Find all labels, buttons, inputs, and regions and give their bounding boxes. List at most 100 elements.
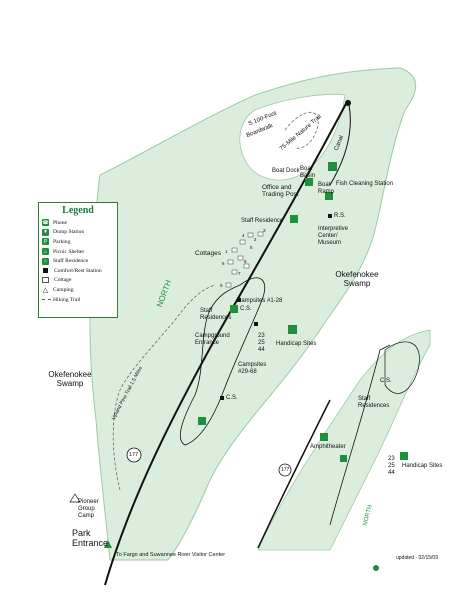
- phone-icon: [305, 178, 313, 186]
- legend-item: ⌂ Picnic Shelter: [39, 247, 117, 257]
- fish-cleaning-label: Fish Cleaning Station: [336, 181, 394, 187]
- handicap-sites-label: Handicap Sites: [276, 341, 317, 347]
- legend-item: Comfort/Rest Station: [39, 266, 117, 276]
- cottages: [225, 231, 264, 288]
- hiking-trail-icon: [42, 299, 51, 301]
- entrance-arrow-icon: [104, 540, 112, 548]
- site-numbers-label: 23 25 44: [258, 333, 265, 353]
- staff-residence-top-label: Staff Residence: [241, 218, 284, 224]
- cs-1-label: C.S.: [240, 306, 252, 312]
- legend-label: Camping: [53, 286, 74, 293]
- campground-loop: [179, 277, 266, 446]
- comfort-station-icon: [220, 396, 224, 400]
- inset-highway: [257, 399, 331, 549]
- cottage-number: 3: [263, 228, 266, 233]
- cottage-number: 2: [254, 237, 257, 242]
- cs-2-label: C.S.: [226, 395, 238, 401]
- cottage-icon: [42, 277, 49, 284]
- comfort-station-icon: [237, 298, 241, 302]
- cottage-number: 1: [225, 249, 228, 254]
- legend-label: Dump Station: [53, 229, 85, 236]
- legend-item: ☎ Phone: [39, 218, 117, 228]
- nature-trail: [284, 111, 319, 149]
- legend-item: ▼ Dump Station: [39, 228, 117, 238]
- office-label: Office and Trading Post: [262, 184, 299, 198]
- campsites-2-label: Campsites #29-68: [238, 362, 267, 375]
- cottage-number: 8: [244, 259, 247, 264]
- rs-label: R.S.: [334, 213, 346, 219]
- comfort-station-icon: [254, 322, 258, 326]
- staff-residences-mid-label: Staff Residences: [200, 308, 232, 321]
- pioneer-camp-label: Pioneer Group Camp: [78, 499, 99, 519]
- legend-title: Legend: [62, 205, 94, 216]
- inset-staff-label: Staff Residences: [358, 396, 390, 409]
- comfort-station-icon: [43, 268, 48, 274]
- handicap-icon: [288, 325, 297, 334]
- map-legend: Legend ☎ Phone ▼ Dump Station P Parking ⌂ Pi…: [38, 202, 118, 318]
- cottage-number: 9: [220, 283, 223, 288]
- picnic-shelter-icon: [290, 215, 298, 223]
- boat-dock-label: Boat Dock: [272, 168, 300, 174]
- inset-site-numbers-label: 23 25 44: [388, 456, 395, 476]
- dump-station-icon: [325, 192, 333, 200]
- camping-icon: △: [42, 286, 49, 294]
- boat-ramp-label: Boat Ramp: [318, 182, 335, 195]
- road-end-marker: [345, 100, 351, 106]
- camping-icon: [69, 493, 81, 503]
- inset-amphitheater-label: Amphitheater: [310, 444, 346, 450]
- highway-177: [104, 99, 349, 586]
- swamp-right-label: Okefenokee Swamp: [335, 270, 379, 288]
- legend-item: Cottage: [39, 276, 117, 286]
- cottage-number: 6: [222, 261, 225, 266]
- cottage-number: 7: [238, 271, 241, 276]
- parking-icon: P: [42, 238, 49, 246]
- comfort-station-icon: [328, 214, 332, 218]
- legend-label: Picnic Shelter: [53, 248, 85, 255]
- legend-label: Comfort/Rest Station: [54, 267, 102, 274]
- interpretive-center-label: Interpretive Center/ Museum: [318, 226, 349, 246]
- campsites-1-label: Campsites #1-28: [237, 298, 283, 304]
- staff-residence-icon: ⌂: [42, 257, 49, 265]
- inset-picnic-icon: [340, 455, 347, 462]
- inset-road: [329, 344, 391, 526]
- legend-label: Parking: [53, 238, 71, 245]
- upland-pine-trail: [112, 284, 216, 491]
- staff-residence-icon: [230, 305, 238, 313]
- legend-label: Hiking Trail: [53, 296, 81, 303]
- cottage-number: 4: [242, 233, 245, 238]
- swamp-water-top: [239, 94, 346, 181]
- bottom-note-label: To Fargo and Suwannee River Visitor Cent…: [116, 552, 226, 558]
- updated-label: updated - 02/15/09: [396, 555, 438, 561]
- inset-highway-shield: [278, 463, 292, 477]
- inset-handicap-label: Handicap Sites: [402, 463, 443, 469]
- inset-cs-label: C.S.: [380, 378, 392, 384]
- inset-land: [257, 329, 431, 551]
- picnic-shelter-icon: ⌂: [42, 248, 49, 256]
- inset-handicap-icon: [400, 452, 408, 460]
- legend-label: Cottage: [54, 277, 72, 284]
- legend-label: Phone: [53, 219, 67, 226]
- cottages-label: Cottages: [195, 250, 222, 257]
- canal: [329, 99, 351, 186]
- boat-basin-label: Boat Basin: [300, 166, 316, 179]
- legend-item: P Parking: [39, 237, 117, 247]
- picnic-shelter-icon-2: [198, 417, 206, 425]
- campground-entrance-label: Campground Entrance: [195, 333, 230, 346]
- park-entrance-label: Park Entrance: [72, 528, 109, 548]
- legend-item: ⌂ Staff Residence: [39, 256, 117, 266]
- highway-label: 177: [129, 452, 139, 458]
- dump-station-icon: ▼: [42, 228, 49, 236]
- cottage-number: 5: [250, 245, 253, 250]
- legend-item: Hiking Trail: [39, 295, 117, 305]
- parking-icon: [328, 162, 337, 171]
- highway-shield: [126, 447, 142, 463]
- park-land: [89, 67, 417, 561]
- inset-highway-label: 177: [281, 467, 290, 473]
- inset-north-marker: [373, 565, 379, 571]
- inset-amphitheater-icon: [320, 433, 328, 441]
- phone-icon: ☎: [42, 219, 49, 227]
- swamp-left-label: Okefenokee Swamp: [48, 370, 92, 388]
- legend-item: △ Camping: [39, 285, 117, 295]
- legend-label: Staff Residence: [53, 258, 89, 265]
